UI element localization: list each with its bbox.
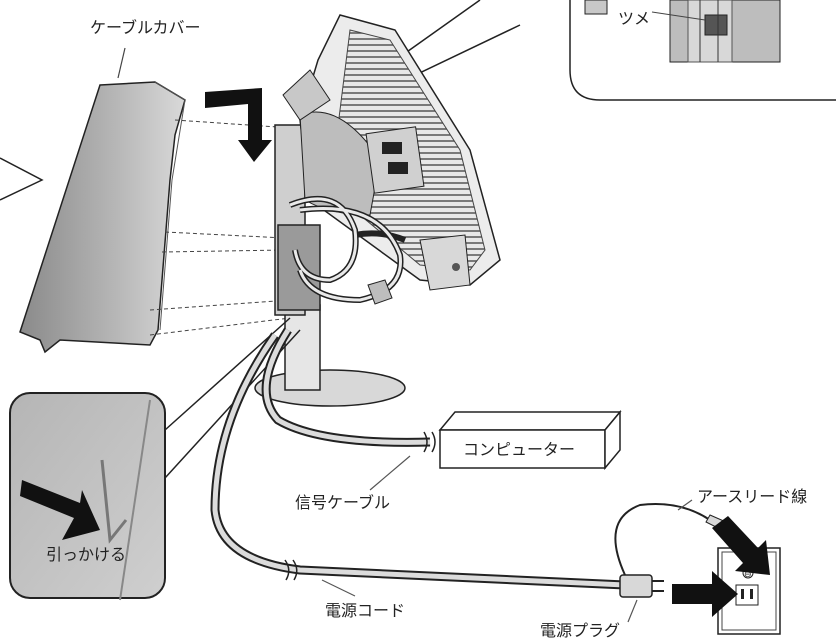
cable-cover bbox=[19, 81, 186, 354]
alignment-lines bbox=[149, 119, 293, 336]
power-cord-label: 電源コード bbox=[325, 601, 405, 620]
hook-zoom-panel: 引っかける bbox=[9, 317, 301, 601]
signal-cable-label: 信号ケーブル bbox=[295, 493, 390, 512]
power-cord-leader-line bbox=[321, 579, 356, 597]
hook-label: 引っかける bbox=[46, 545, 126, 564]
computer: コンピューター bbox=[438, 409, 622, 471]
slide-down-arrow-icon bbox=[205, 88, 272, 162]
hook-arrow-icon bbox=[20, 480, 100, 540]
power-cord bbox=[210, 332, 626, 590]
cable-cover-leader-line bbox=[117, 47, 126, 79]
claw-label: ツメ bbox=[618, 9, 650, 28]
svg-text:⊖: ⊖ bbox=[744, 570, 752, 580]
cable-cover-label: ケーブルカバー bbox=[90, 18, 201, 37]
earth-lead-label: アースリード線 bbox=[697, 487, 807, 506]
ferrite-core bbox=[367, 279, 393, 305]
power-plug-label: 電源プラグ bbox=[540, 621, 620, 638]
earth-connect-arrow-icon bbox=[712, 516, 770, 575]
computer-label: コンピューター bbox=[463, 440, 575, 459]
claw-leader-line bbox=[651, 11, 706, 21]
signal-cable-leader-line bbox=[369, 455, 411, 491]
power-plug bbox=[619, 574, 664, 598]
earth-lead-leader-line bbox=[677, 499, 693, 511]
left-callout-pointer bbox=[0, 157, 44, 201]
plug-connect-arrow-icon bbox=[672, 571, 738, 617]
earth-lead-wire bbox=[614, 503, 711, 576]
power-plug-leader-line bbox=[627, 599, 638, 623]
signal-cable bbox=[261, 327, 436, 453]
